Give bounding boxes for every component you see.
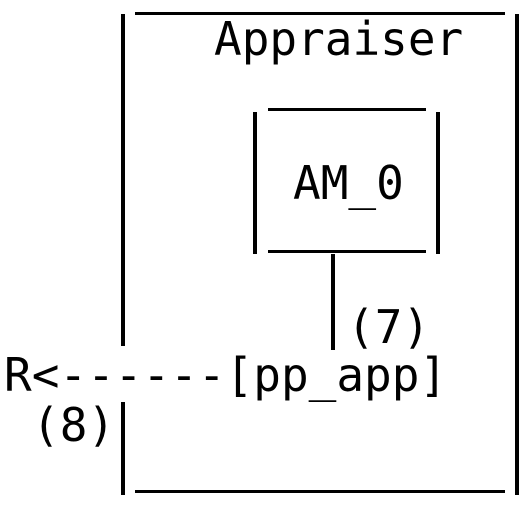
outer-box-left-border-top xyxy=(121,14,125,346)
inner-box-label: AM_0 xyxy=(293,156,404,210)
connector-line xyxy=(331,254,335,350)
step-8-label: (8) xyxy=(32,398,116,452)
outer-box-right-border xyxy=(515,14,519,495)
outer-box-bottom-border xyxy=(135,490,505,493)
inner-box-left-border xyxy=(253,112,257,254)
flow-line-text: R<------[pp_app] xyxy=(4,348,448,402)
inner-box-bottom-border xyxy=(268,250,426,253)
outer-box-top-border xyxy=(135,12,505,15)
step-7-label: (7) xyxy=(347,300,431,354)
outer-box-left-border-bottom xyxy=(121,402,125,495)
inner-box-top-border xyxy=(268,108,426,111)
inner-box-right-border xyxy=(436,112,440,254)
outer-box-label: Appraiser xyxy=(214,12,464,66)
